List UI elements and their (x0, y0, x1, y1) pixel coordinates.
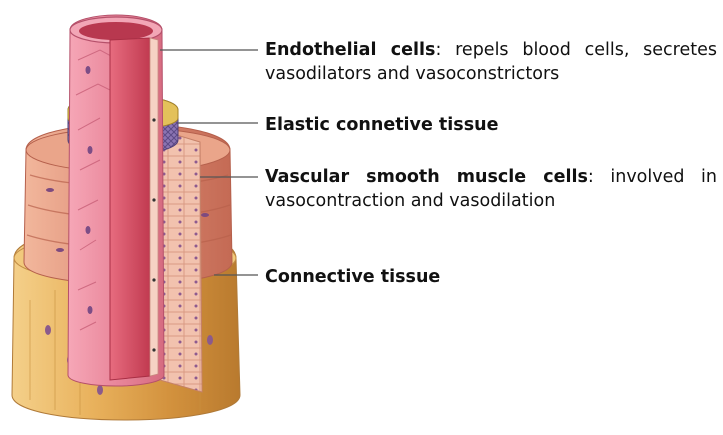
vessel-lumen (110, 38, 158, 380)
endothelial-cells-label: Endothelial cells: repels blood cells, s… (265, 38, 717, 86)
connective-tissue-term: Connective tissue (265, 267, 440, 287)
smooth-muscle-label: Vascular smooth muscle cells: involved i… (265, 165, 717, 213)
smooth-muscle-term: Vascular smooth muscle cells (265, 167, 588, 187)
elastic-tissue-term: Elastic connetive tissue (265, 115, 498, 135)
elastic-tissue-label: Elastic connetive tissue (265, 113, 705, 137)
connective-tissue-label: Connective tissue (265, 265, 705, 289)
endothelial-cells-term: Endothelial cells (265, 40, 435, 60)
